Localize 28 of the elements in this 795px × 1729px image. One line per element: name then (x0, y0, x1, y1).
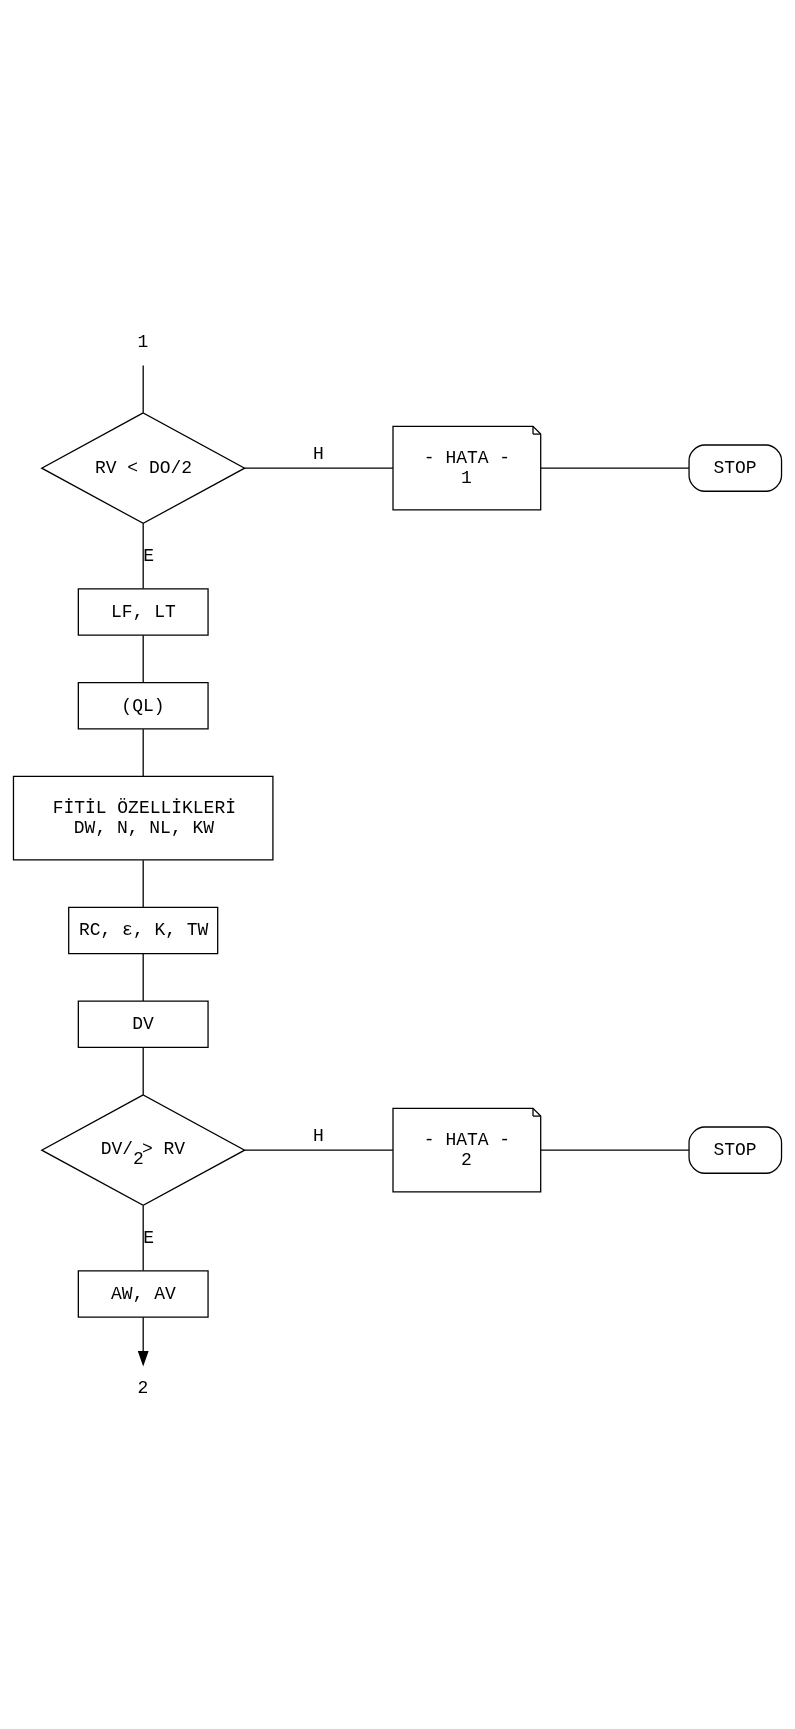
node-box: (QL) (77, 681, 209, 729)
node-text: 2 (137, 1377, 149, 1397)
connector (142, 522, 144, 589)
node-box: STOP (688, 1125, 783, 1174)
connector (142, 728, 144, 777)
node-box: RC, ε, K, TW (68, 906, 219, 954)
arrow (137, 1316, 149, 1367)
node-box: STOP (688, 443, 783, 492)
connector (244, 1149, 394, 1151)
connector (142, 952, 144, 1002)
connector (142, 1046, 144, 1095)
connector (540, 467, 690, 469)
connector (244, 467, 394, 469)
connector (540, 1149, 690, 1151)
edge-label: H (313, 443, 324, 464)
connector (142, 364, 144, 413)
node-box: DV (77, 1000, 209, 1048)
node-box: LF, LT (77, 587, 209, 636)
connector (142, 859, 144, 908)
node-diamond: RV < DO/2 (40, 411, 246, 524)
node-box: FİTİL ÖZELLİKLERİ DW, N, NL, KW (12, 775, 274, 860)
node-text: 1 (137, 331, 149, 352)
connector (142, 1204, 144, 1271)
edge-label: E (143, 545, 154, 566)
connector (142, 634, 144, 683)
node-box: AW, AV (77, 1269, 209, 1318)
edge-label: E (143, 1227, 154, 1248)
edge-label: H (313, 1125, 324, 1146)
